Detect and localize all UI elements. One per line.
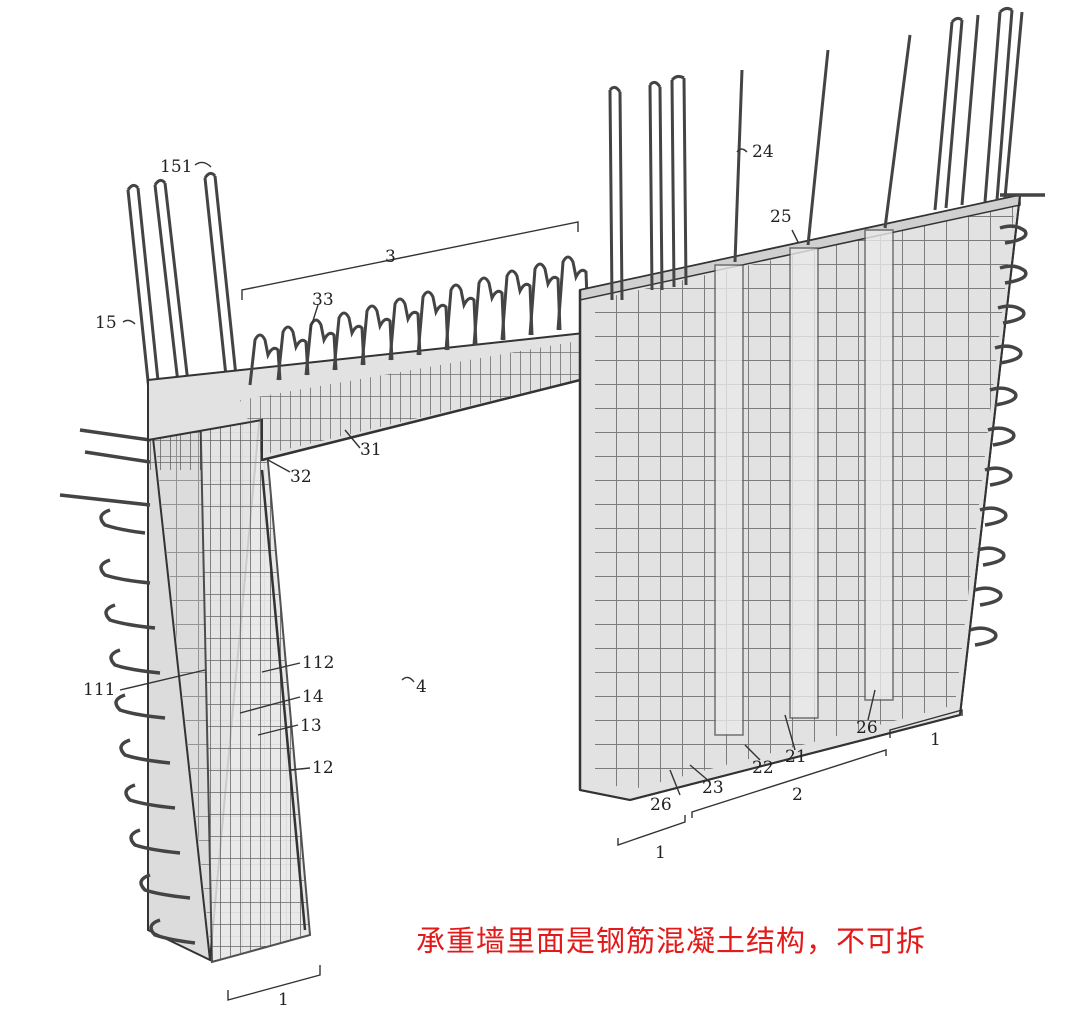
label-32: 32 [290,467,312,487]
leader-lines [119,148,963,1001]
label-4: 4 [416,677,427,697]
right-wall [578,193,1022,802]
beam-hook-bars [248,255,590,386]
label-33: 33 [312,290,334,310]
left-bent-bars [59,428,196,945]
label-25: 25 [770,207,792,227]
label-2: 2 [792,785,803,805]
caption-text: 承重墙里面是钢筋混凝土结构，不可拆 [416,924,927,958]
label-26-left: 26 [650,795,672,815]
label-15: 15 [95,313,117,333]
label-22: 22 [752,758,774,778]
label-12: 12 [312,758,334,778]
label-14: 14 [302,687,324,707]
label-24: 24 [752,142,774,162]
label-1-mid: 1 [655,843,666,863]
label-1-right: 1 [930,730,941,750]
label-26-right: 26 [856,718,878,738]
label-3: 3 [385,247,396,267]
label-112: 112 [302,653,334,673]
right-wall-vertical-bars [608,6,1024,301]
label-13: 13 [300,716,322,736]
label-31: 31 [360,440,382,460]
label-111: 111 [83,680,115,700]
label-21: 21 [785,747,807,767]
left-wall-column [147,391,312,964]
label-23: 23 [702,778,724,798]
label-1-left: 1 [278,990,289,1010]
callout-labels: 151 15 3 33 31 32 24 25 4 111 112 14 13 … [83,142,941,1010]
right-bent-bars [969,193,1045,647]
label-151: 151 [160,157,192,177]
left-column-vertical-bars [126,171,240,401]
